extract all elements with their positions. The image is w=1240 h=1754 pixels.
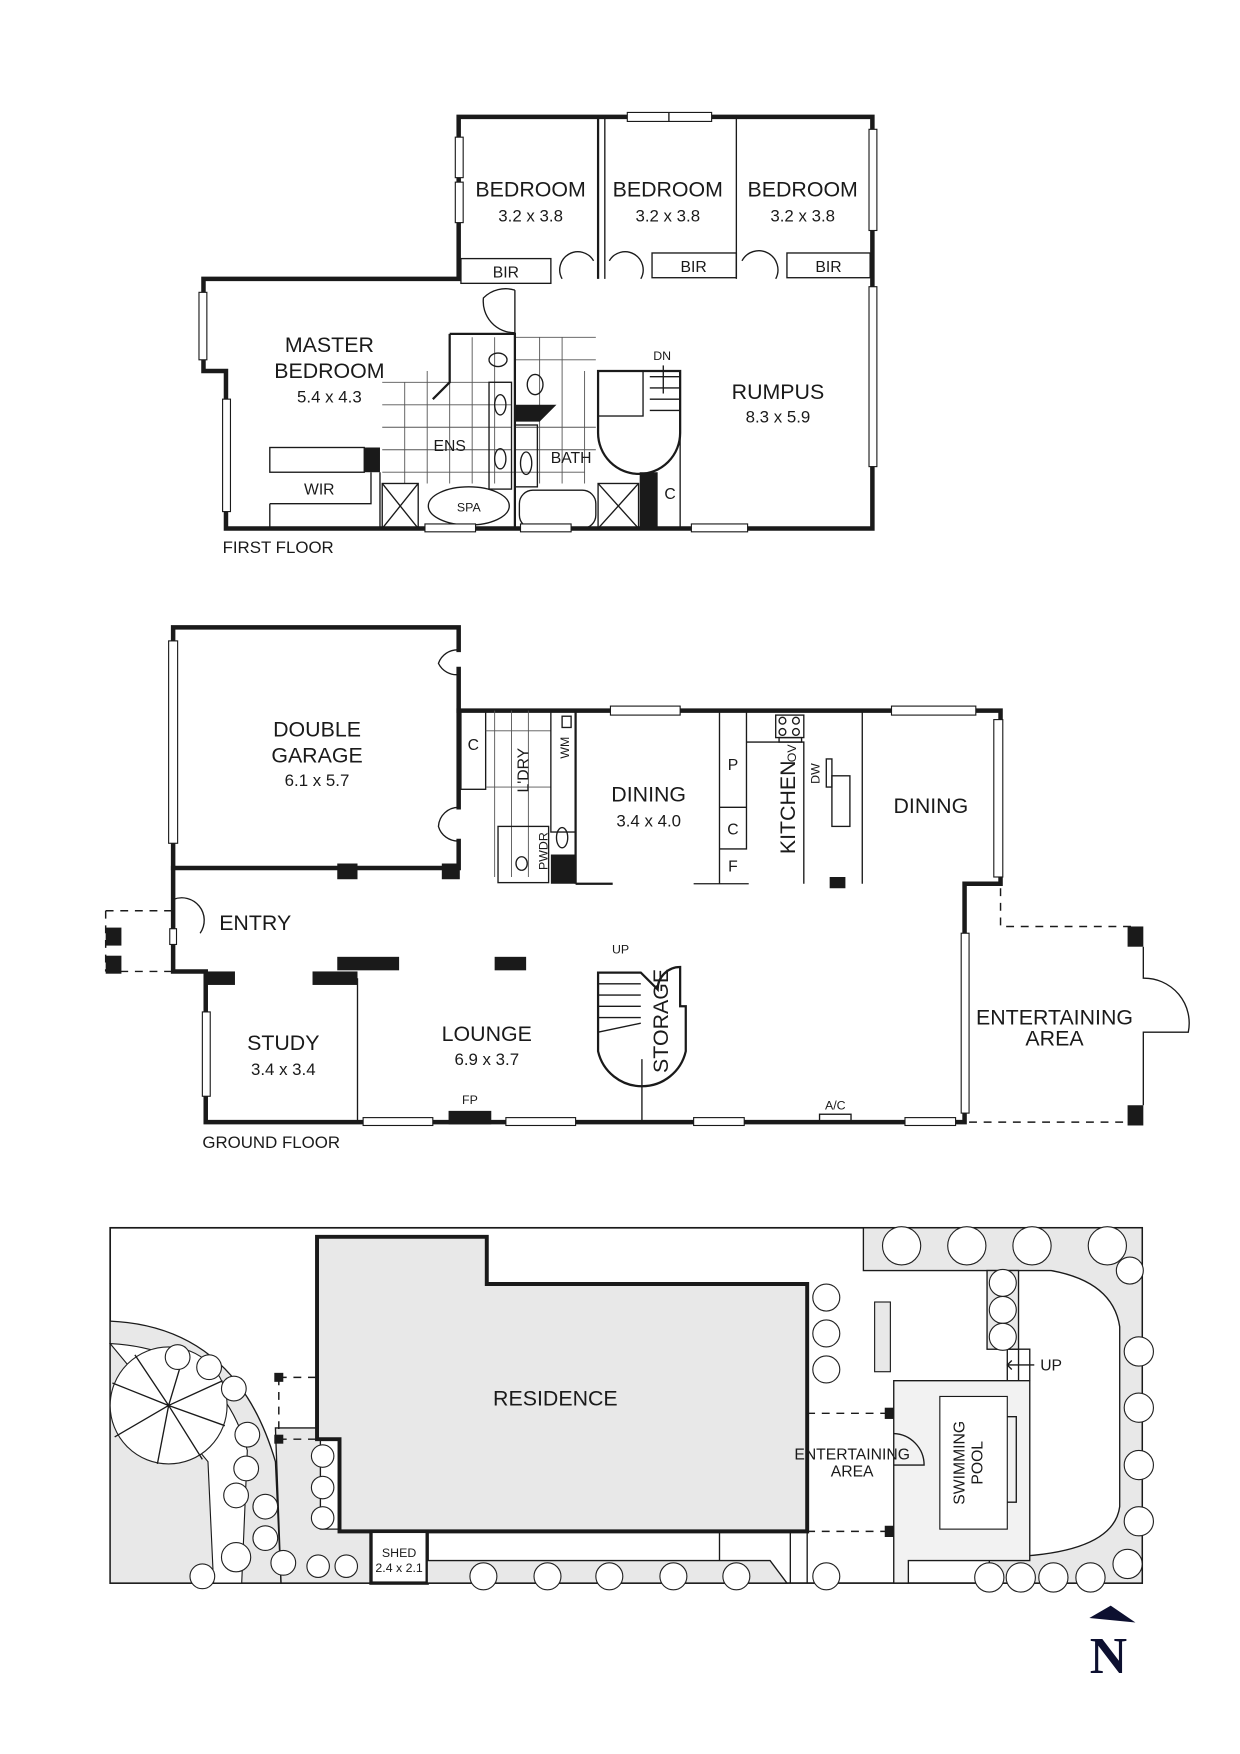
- pool-label-line1: SWIMMING: [952, 1421, 969, 1505]
- shed-dims: 2.4 x 2.1: [375, 1561, 423, 1575]
- dishwasher-label: DW: [809, 763, 823, 784]
- fireplace-label: FP: [462, 1093, 478, 1107]
- room-garage-dims: 6.1 x 5.7: [285, 771, 350, 790]
- room-entry-name: ENTRY: [219, 911, 291, 935]
- room-entertaining-line1: ENTERTAINING: [976, 1005, 1133, 1029]
- site-stairs-up-label: UP: [1040, 1358, 1062, 1375]
- room-bedroom-1-name: BEDROOM: [475, 178, 585, 202]
- room-entertaining-line2: AREA: [1025, 1027, 1084, 1051]
- room-study-name: STUDY: [247, 1031, 319, 1055]
- air-con-label: A/C: [825, 1099, 846, 1113]
- room-lounge-dims: 6.9 x 3.7: [454, 1050, 519, 1069]
- bath-label: BATH: [551, 450, 592, 467]
- site-entertaining-line1: ENTERTAINING: [794, 1446, 910, 1463]
- ensuite-label: ENS: [434, 438, 466, 455]
- room-rumpus-dims: 8.3 x 5.9: [746, 408, 811, 427]
- shrub-icons: [164, 1226, 1154, 1593]
- ground-floor-label: GROUND FLOOR: [202, 1133, 340, 1152]
- room-storage-name: STORAGE: [649, 969, 673, 1073]
- pantry-label: P: [728, 757, 738, 774]
- bir-3-label: BIR: [815, 259, 841, 276]
- north-label: N: [1090, 1628, 1127, 1685]
- room-master-line2: BEDROOM: [274, 359, 384, 383]
- first-floor-label: FIRST FLOOR: [223, 538, 334, 557]
- north-compass: N: [1089, 1605, 1136, 1685]
- room-bedroom-1-dims: 3.2 x 3.8: [498, 206, 563, 225]
- spa-label: SPA: [457, 501, 482, 515]
- room-bedroom-3-name: BEDROOM: [747, 178, 857, 202]
- room-kitchen-name: KITCHEN: [776, 760, 800, 854]
- pool-label-line2: POOL: [970, 1441, 987, 1485]
- kitchen-cupboard-label: C: [727, 821, 738, 838]
- room-dining-1-name: DINING: [611, 783, 686, 807]
- site-plan: RESIDENCE SHED 2.4 x 2.1 ENTERTAINING AR…: [108, 1226, 1154, 1593]
- stairs-down-label: DN: [653, 349, 671, 363]
- garage-cupboard-label: C: [468, 737, 479, 754]
- room-master-line1: MASTER: [285, 333, 374, 357]
- room-master-dims: 5.4 x 4.3: [297, 388, 362, 407]
- fridge-label: F: [728, 858, 738, 875]
- residence-label: RESIDENCE: [493, 1386, 618, 1410]
- north-arrow-icon: [1089, 1605, 1136, 1623]
- room-lounge-name: LOUNGE: [442, 1022, 532, 1046]
- room-dining-2-name: DINING: [893, 794, 968, 818]
- room-garage-line1: DOUBLE: [273, 717, 361, 741]
- oven-label: OV: [785, 744, 799, 763]
- ground-floor-plan: DOUBLE GARAGE 6.1 x 5.7 C L'DRY WM PWDR …: [104, 625, 1190, 1152]
- room-bedroom-2-dims: 3.2 x 3.8: [635, 206, 700, 225]
- room-bedroom-3-dims: 3.2 x 3.8: [770, 206, 835, 225]
- stairs-up-label: UP: [612, 942, 629, 956]
- cupboard-label: C: [664, 486, 675, 503]
- site-entertaining-line2: AREA: [831, 1463, 874, 1480]
- room-rumpus-name: RUMPUS: [732, 380, 825, 404]
- wir-label: WIR: [304, 482, 335, 499]
- powder-room-label: PWDR: [536, 832, 550, 870]
- washing-machine-label: WM: [558, 737, 572, 759]
- room-dining-1-dims: 3.4 x 4.0: [616, 811, 681, 830]
- bir-2-label: BIR: [681, 259, 707, 276]
- first-floor-plan: BEDROOM 3.2 x 3.8 BEDROOM 3.2 x 3.8 BEDR…: [198, 111, 878, 557]
- bir-1-label: BIR: [493, 265, 519, 282]
- room-study-dims: 3.4 x 3.4: [251, 1060, 316, 1079]
- laundry-label: L'DRY: [515, 747, 532, 792]
- room-garage-line2: GARAGE: [271, 743, 362, 767]
- shed-label: SHED: [382, 1546, 416, 1560]
- room-bedroom-2-name: BEDROOM: [613, 178, 723, 202]
